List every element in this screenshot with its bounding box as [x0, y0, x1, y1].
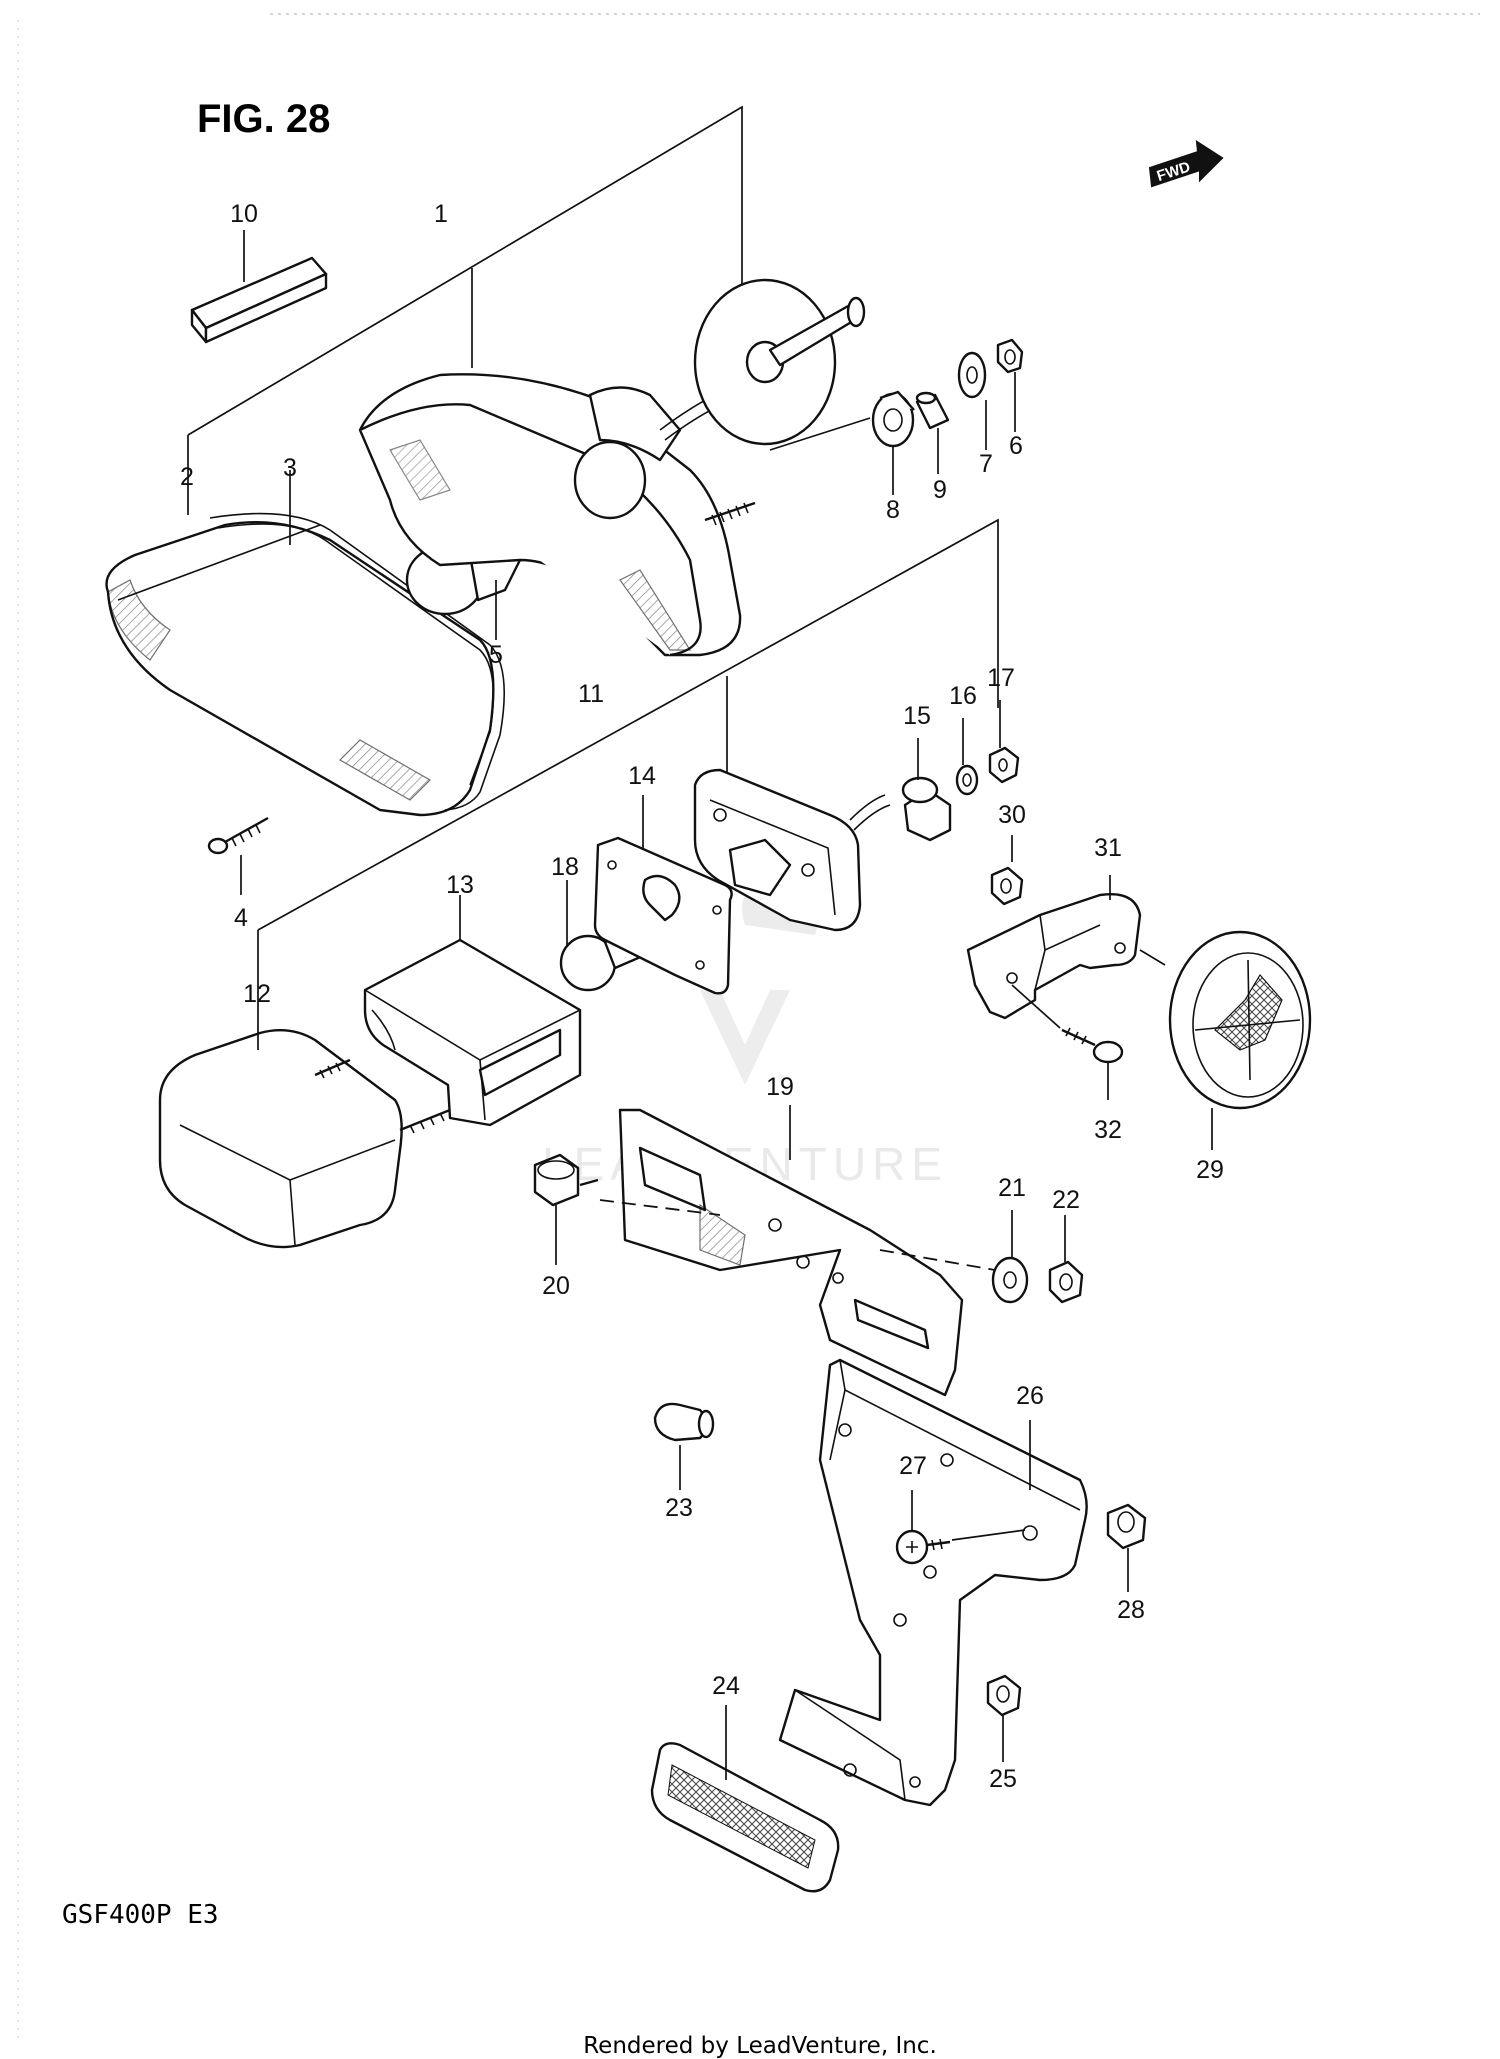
grommet [693, 278, 866, 446]
part-11-license-lamp [693, 768, 891, 932]
footer-rendered-by: Rendered by LeadVenture, Inc. [583, 2033, 937, 2059]
callout-2: 2 [180, 463, 194, 491]
callout-6: 6 [1009, 432, 1023, 460]
callout-20: 20 [542, 1272, 570, 1300]
callout-21: 21 [998, 1174, 1026, 1202]
callout-4: 4 [234, 904, 248, 932]
callout-16: 16 [949, 682, 977, 710]
callout-14: 14 [628, 762, 656, 790]
part-13-cover [363, 938, 582, 1127]
callout-13: 13 [446, 871, 474, 899]
part-23-plug [653, 1402, 715, 1442]
part-28-nut [1106, 1503, 1147, 1550]
part-9-collar [915, 391, 950, 430]
group-line-1 [187, 105, 743, 436]
part-30-nut [990, 866, 1024, 906]
model-label: GSF400P E3 [62, 1900, 219, 1930]
callout-15: 15 [903, 702, 931, 730]
figure-title: FIG. 28 [197, 97, 330, 141]
leader-32-link [1011, 984, 1061, 1029]
part-16-washer [955, 764, 979, 796]
leader-21-dash [879, 1249, 996, 1271]
part-7-washer [957, 351, 987, 399]
callout-31: 31 [1094, 834, 1122, 862]
part-4-screw [207, 816, 269, 855]
callout-27: 27 [899, 1452, 927, 1480]
part-17-nut [988, 746, 1020, 784]
part-21-washer [991, 1256, 1029, 1304]
callout-17: 17 [987, 664, 1015, 692]
part-10-pad [190, 256, 328, 344]
callout-28: 28 [1117, 1596, 1145, 1624]
part-2-tail-lens [105, 512, 505, 817]
part-14-gasket [593, 836, 733, 995]
part-29-reflector [1168, 930, 1312, 1110]
fwd-arrow-icon: FWD [1148, 140, 1224, 188]
leader-27-link [951, 1529, 1026, 1541]
callout-23: 23 [665, 1494, 693, 1522]
callout-25: 25 [989, 1765, 1017, 1793]
part-25-nut [986, 1674, 1022, 1717]
part-8-washer [871, 390, 915, 448]
part-20-bolt [533, 1153, 599, 1207]
group-line-11 [257, 518, 999, 931]
callout-10: 10 [230, 200, 258, 228]
callout-9: 9 [933, 476, 947, 504]
callout-22: 22 [1052, 1186, 1080, 1214]
callout-19: 19 [766, 1073, 794, 1101]
callout-18: 18 [551, 853, 579, 881]
part-1-tail-housing [358, 373, 769, 657]
part-6-nut [996, 338, 1024, 374]
callout-11: 11 [578, 680, 604, 708]
callout-1: 1 [434, 200, 448, 228]
callout-24: 24 [712, 1672, 740, 1700]
callout-8: 8 [886, 496, 900, 524]
callout-3: 3 [283, 454, 297, 482]
leader-grommet-stud [769, 417, 871, 451]
part-32-screw [1061, 1027, 1124, 1064]
part-22-nut [1048, 1260, 1084, 1304]
callout-7: 7 [979, 450, 993, 478]
callout-5: 5 [489, 641, 503, 669]
part-15-collar [901, 776, 952, 842]
part-24-reflector [650, 1742, 840, 1893]
part-27-screw [895, 1529, 951, 1565]
part-31-bracket [966, 893, 1142, 1020]
part-19-bracket [618, 1108, 964, 1397]
fwd-label: FWD [1155, 158, 1193, 185]
callout-32: 32 [1094, 1116, 1122, 1144]
callout-26: 26 [1016, 1382, 1044, 1410]
callout-30: 30 [998, 801, 1026, 829]
part-12-housing [158, 1029, 456, 1249]
callout-29: 29 [1196, 1156, 1224, 1184]
leader-31-29 [1139, 949, 1166, 966]
callout-12: 12 [243, 980, 271, 1008]
part-26-main-bracket [778, 1358, 1088, 1807]
leader-20-dash [599, 1199, 721, 1216]
